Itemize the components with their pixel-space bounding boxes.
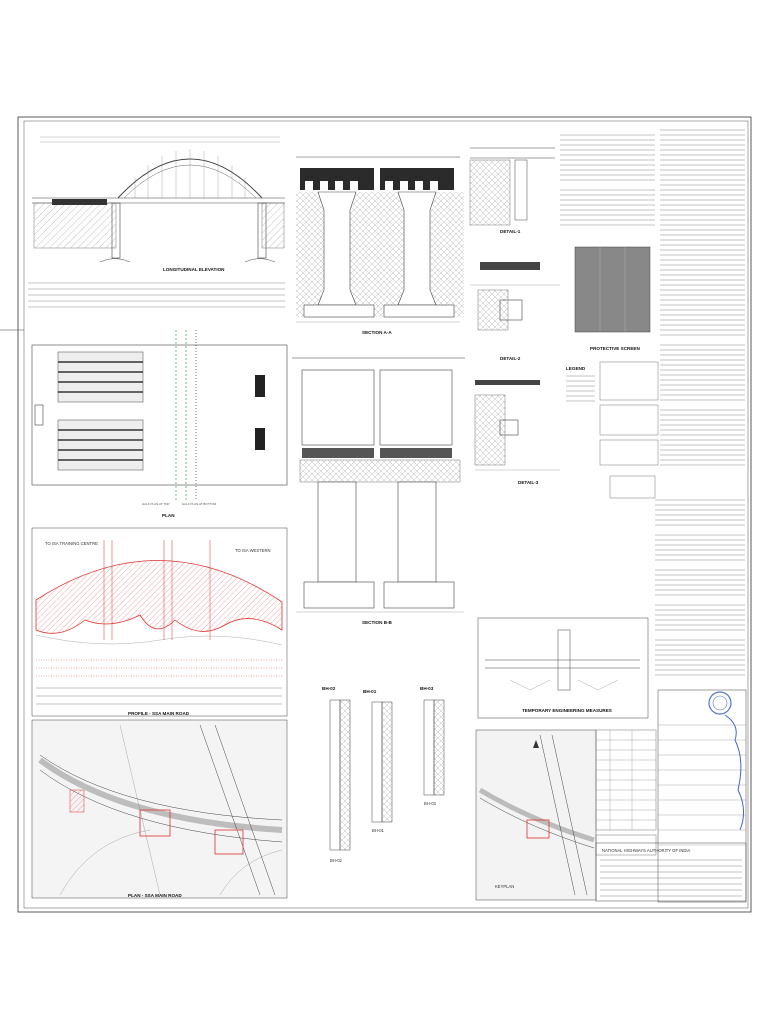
- longitudinal-elevation: LONGITUDINAL ELEVATION: [28, 136, 285, 308]
- temporary-measures-title: TEMPORARY ENGINEERING MEASURES: [522, 708, 612, 713]
- keyplan-title: KEYPLAN: [495, 884, 514, 889]
- protective-screen: PROTECTIVE SCREEN: [574, 246, 651, 351]
- to-western-label: TO ISA WESTERN: [235, 548, 271, 553]
- bh03-label-top: BH-03: [420, 686, 434, 691]
- legend-title: LEGEND: [566, 366, 586, 371]
- detail-1-title: DETAIL-1: [500, 229, 521, 234]
- longitudinal-elevation-title: LONGITUDINAL ELEVATION: [163, 267, 225, 272]
- general-notes: [560, 134, 655, 226]
- road-plan: PLAN - SSA MAIN ROAD: [31, 719, 288, 899]
- half-plan-top-label: HALF PLAN AT TOP: [142, 502, 169, 506]
- bh01-label-top: BH-01: [363, 689, 377, 694]
- profile-title: PROFILE - SSA MAIN ROAD: [128, 711, 190, 716]
- detail-3-title: DETAIL-3: [518, 480, 539, 485]
- bh01-label-bottom: BH-01: [372, 828, 385, 833]
- outer-border: [17, 116, 752, 913]
- section-bb-title: SECTION B-B: [362, 620, 393, 625]
- borehole-logs: BH-02 BH-02 BH-01 BH-01 BH-03 BH-03: [322, 686, 445, 863]
- authority-name: NATIONAL HIGHWAYS AUTHORITY OF INDIA: [602, 848, 691, 853]
- section-aa: SECTION A-A: [296, 156, 464, 335]
- road-profile: TO ISA TRAINING CENTRE TO ISA WESTERN PR…: [31, 527, 288, 717]
- construction-notes: [655, 499, 745, 676]
- schedule-tables: [599, 361, 659, 499]
- keyplan: KEYPLAN: [475, 729, 597, 901]
- bh03-label-bottom: BH-03: [424, 801, 437, 806]
- bh02-label-bottom: BH-02: [330, 858, 343, 863]
- detail-2-title: DETAIL-2: [500, 356, 521, 361]
- specification-notes: [660, 129, 745, 466]
- plan-ssa-title: PLAN - SSA MAIN ROAD: [128, 893, 182, 898]
- legend-block: LEGEND: [566, 366, 595, 402]
- title-block: NATIONAL HIGHWAYS AUTHORITY OF INDIA: [595, 689, 747, 903]
- to-training-centre-label: TO ISA TRAINING CENTRE: [45, 541, 98, 546]
- section-bb: SECTION B-B: [292, 357, 465, 625]
- signature: [724, 714, 744, 831]
- half-plan-bottom-label: HALF PLAN AT BOTTOM: [182, 502, 217, 506]
- inner-border: [23, 120, 749, 909]
- plan-title: PLAN: [162, 513, 175, 518]
- section-aa-title: SECTION A-A: [362, 330, 392, 335]
- seal-stamp: [708, 691, 732, 715]
- reference-table: [595, 729, 657, 856]
- protective-screen-title: PROTECTIVE SCREEN: [590, 346, 640, 351]
- bh02-label-top: BH-02: [322, 686, 336, 691]
- plan-view: HALF PLAN AT TOP HALF PLAN AT BOTTOM PLA…: [31, 330, 288, 518]
- details-column: DETAIL-1 DETAIL-2 DETAIL-3: [469, 147, 560, 485]
- temporary-measures: TEMPORARY ENGINEERING MEASURES: [477, 617, 649, 719]
